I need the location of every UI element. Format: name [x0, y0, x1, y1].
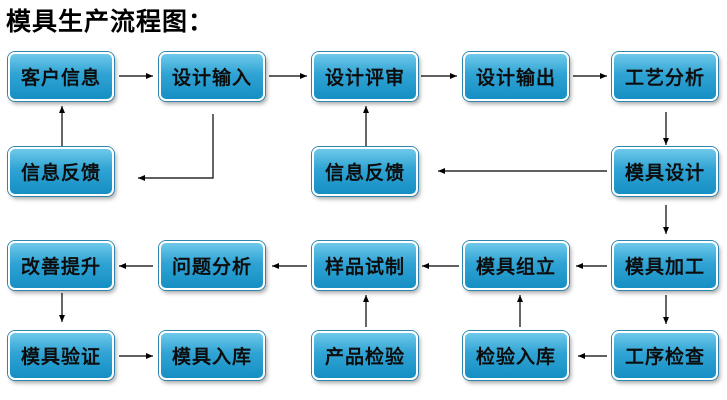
node-inspection-storage: 检验入库	[463, 331, 569, 380]
page-title: 模具生产流程图：	[6, 7, 215, 36]
node-process-inspection: 工序检查	[612, 331, 718, 380]
node-mold-storage: 模具入库	[159, 331, 265, 380]
node-mold-verification: 模具验证	[8, 331, 114, 380]
node-info-feedback-1: 信息反馈	[8, 147, 114, 196]
node-mold-machining: 模具加工	[612, 241, 718, 290]
node-improvement: 改善提升	[8, 241, 114, 290]
node-process-analysis: 工艺分析	[612, 52, 718, 101]
node-design-input: 设计输入	[159, 52, 265, 101]
node-info-feedback-2: 信息反馈	[312, 147, 418, 196]
node-mold-assembly: 模具组立	[463, 241, 569, 290]
node-problem-analysis: 问题分析	[159, 241, 265, 290]
node-customer-info: 客户信息	[8, 52, 114, 101]
node-design-review: 设计评审	[312, 52, 418, 101]
node-sample-trial: 样品试制	[312, 241, 418, 290]
node-design-output: 设计输出	[463, 52, 569, 101]
node-product-inspection: 产品检验	[312, 331, 418, 380]
node-mold-design: 模具设计	[612, 147, 718, 196]
arrow-input-to-feedback1	[138, 114, 214, 181]
